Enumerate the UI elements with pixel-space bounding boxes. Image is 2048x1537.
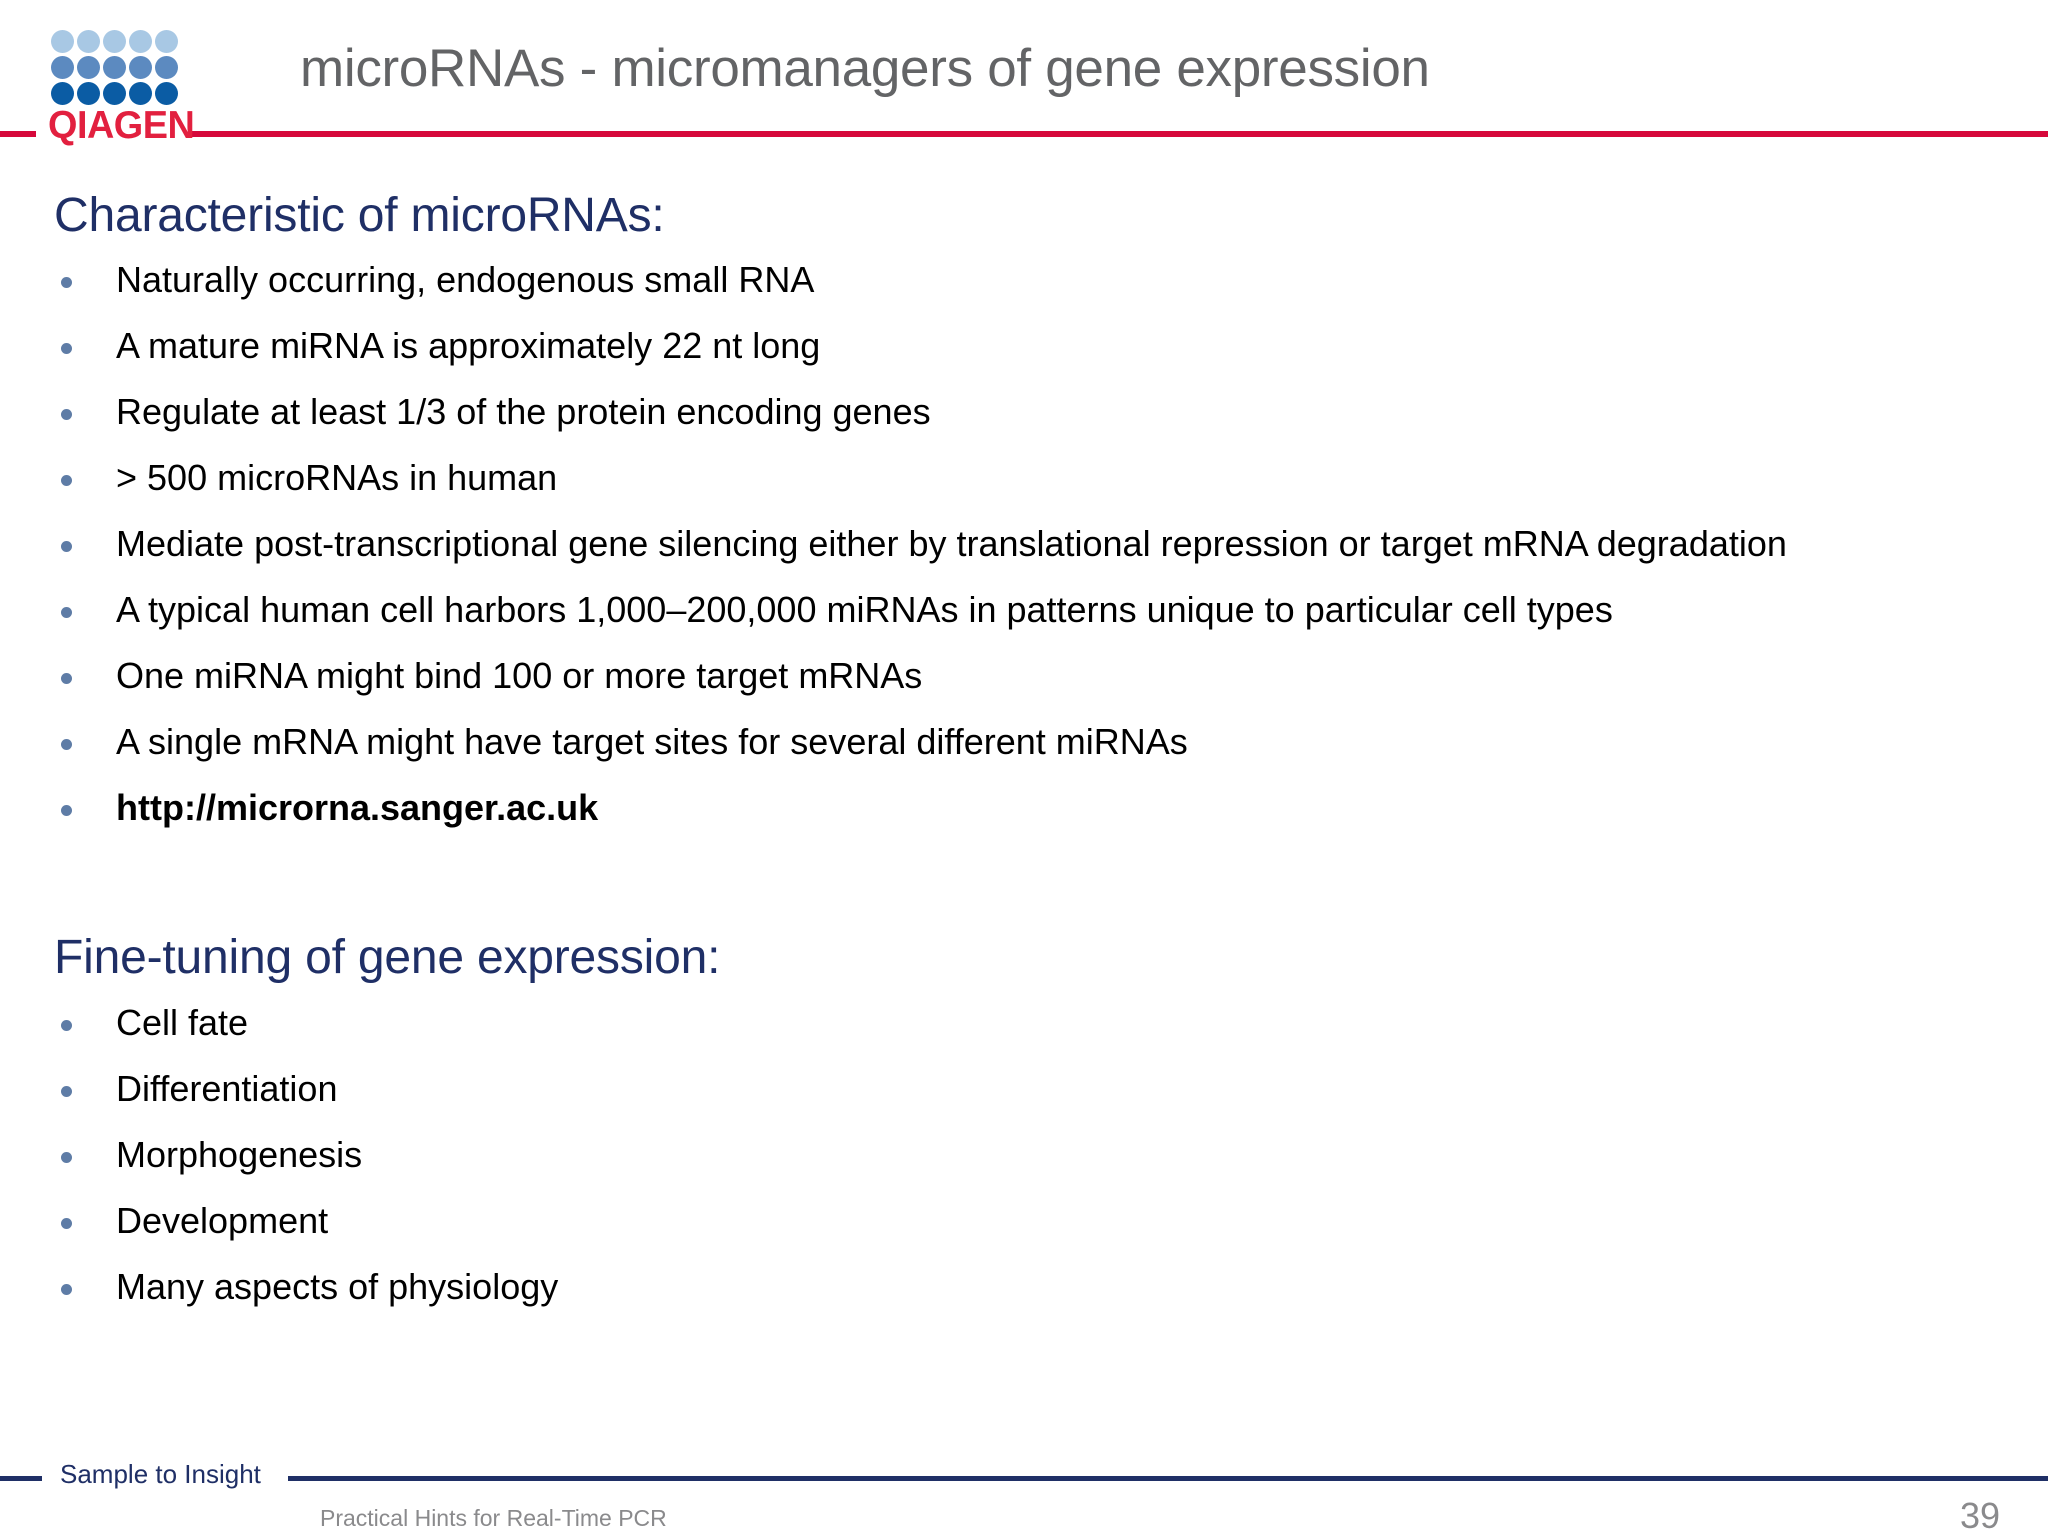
list-item-label: Differentiation [116,1068,338,1109]
header-accent-rule-right [192,131,2048,137]
list-item-label: Many aspects of physiology [116,1266,559,1307]
list-item-label: Development [116,1200,329,1241]
list-item: One miRNA might bind 100 or more target … [54,658,1787,694]
bullet-dot-icon [61,541,72,552]
list-item: A mature miRNA is approximately 22 nt lo… [54,328,1787,364]
list-item: A typical human cell harbors 1,000–200,0… [54,592,1787,628]
section-heading-fine-tuning: Fine-tuning of gene expression: [54,931,721,984]
bullet-dot-icon [61,277,72,288]
slide-header: QIAGEN microRNAs - micromanagers of gene… [0,0,2048,150]
list-item: Naturally occurring, endogenous small RN… [54,262,1787,298]
list-item: Cell fate [54,1005,558,1041]
list-item-label: A typical human cell harbors 1,000–200,0… [116,589,1613,630]
bullet-dot-icon [61,673,72,684]
bullet-dot-icon [61,1086,72,1097]
list-item: Many aspects of physiology [54,1269,558,1305]
list-item-label: > 500 microRNAs in human [116,457,558,498]
list-item-url[interactable]: http://microrna.sanger.ac.uk [54,790,1787,826]
bullet-dot-icon [61,607,72,618]
list-item: Mediate post-transcriptional gene silenc… [54,526,1787,562]
list-item: Differentiation [54,1071,558,1107]
bullet-dot-icon [61,409,72,420]
qiagen-logo-wordmark: QIAGEN [48,104,195,147]
footer-rule-right [288,1476,2048,1481]
bullet-dot-icon [61,475,72,486]
footer-tagline: Sample to Insight [60,1459,261,1489]
bullet-dot-icon [61,1020,72,1031]
bullet-dot-icon [61,1218,72,1229]
bullet-dot-icon [61,343,72,354]
qiagen-logo: QIAGEN [48,30,195,145]
list-item-label: Regulate at least 1/3 of the protein enc… [116,391,931,432]
list-item: Morphogenesis [54,1137,558,1173]
list-item-label: Cell fate [116,1002,249,1043]
header-accent-rule-left [0,131,36,137]
list-item-label: A single mRNA might have target sites fo… [116,721,1188,762]
slide-title: microRNAs - micromanagers of gene expres… [300,39,1430,98]
qiagen-logo-dots-icon [51,30,178,105]
bullet-dot-icon [61,1284,72,1295]
page-number: 39 [1959,1495,2000,1536]
list-item-label: A mature miRNA is approximately 22 nt lo… [116,325,821,366]
bullet-dot-icon [61,739,72,750]
slide-footer: Sample to Insight Practical Hints for Re… [0,1455,2048,1536]
list-item-label: Morphogenesis [116,1134,363,1175]
footer-rule-left [0,1476,42,1481]
bullet-list-fine-tuning: Cell fate Differentiation Morphogenesis … [54,1005,558,1335]
bullet-list-characteristics: Naturally occurring, endogenous small RN… [54,262,1787,856]
list-item-label: Naturally occurring, endogenous small RN… [116,259,815,300]
mirbase-url-link[interactable]: http://microrna.sanger.ac.uk [116,787,599,828]
bullet-dot-icon [61,805,72,816]
bullet-dot-icon [61,1152,72,1163]
list-item: Development [54,1203,558,1239]
footer-subtitle: Practical Hints for Real-Time PCR [320,1505,667,1531]
list-item: > 500 microRNAs in human [54,460,1787,496]
list-item-label: One miRNA might bind 100 or more target … [116,655,923,696]
list-item-label: Mediate post-transcriptional gene silenc… [116,523,1787,564]
list-item: A single mRNA might have target sites fo… [54,724,1787,760]
list-item: Regulate at least 1/3 of the protein enc… [54,394,1787,430]
section-heading-characteristics: Characteristic of microRNAs: [54,189,665,242]
